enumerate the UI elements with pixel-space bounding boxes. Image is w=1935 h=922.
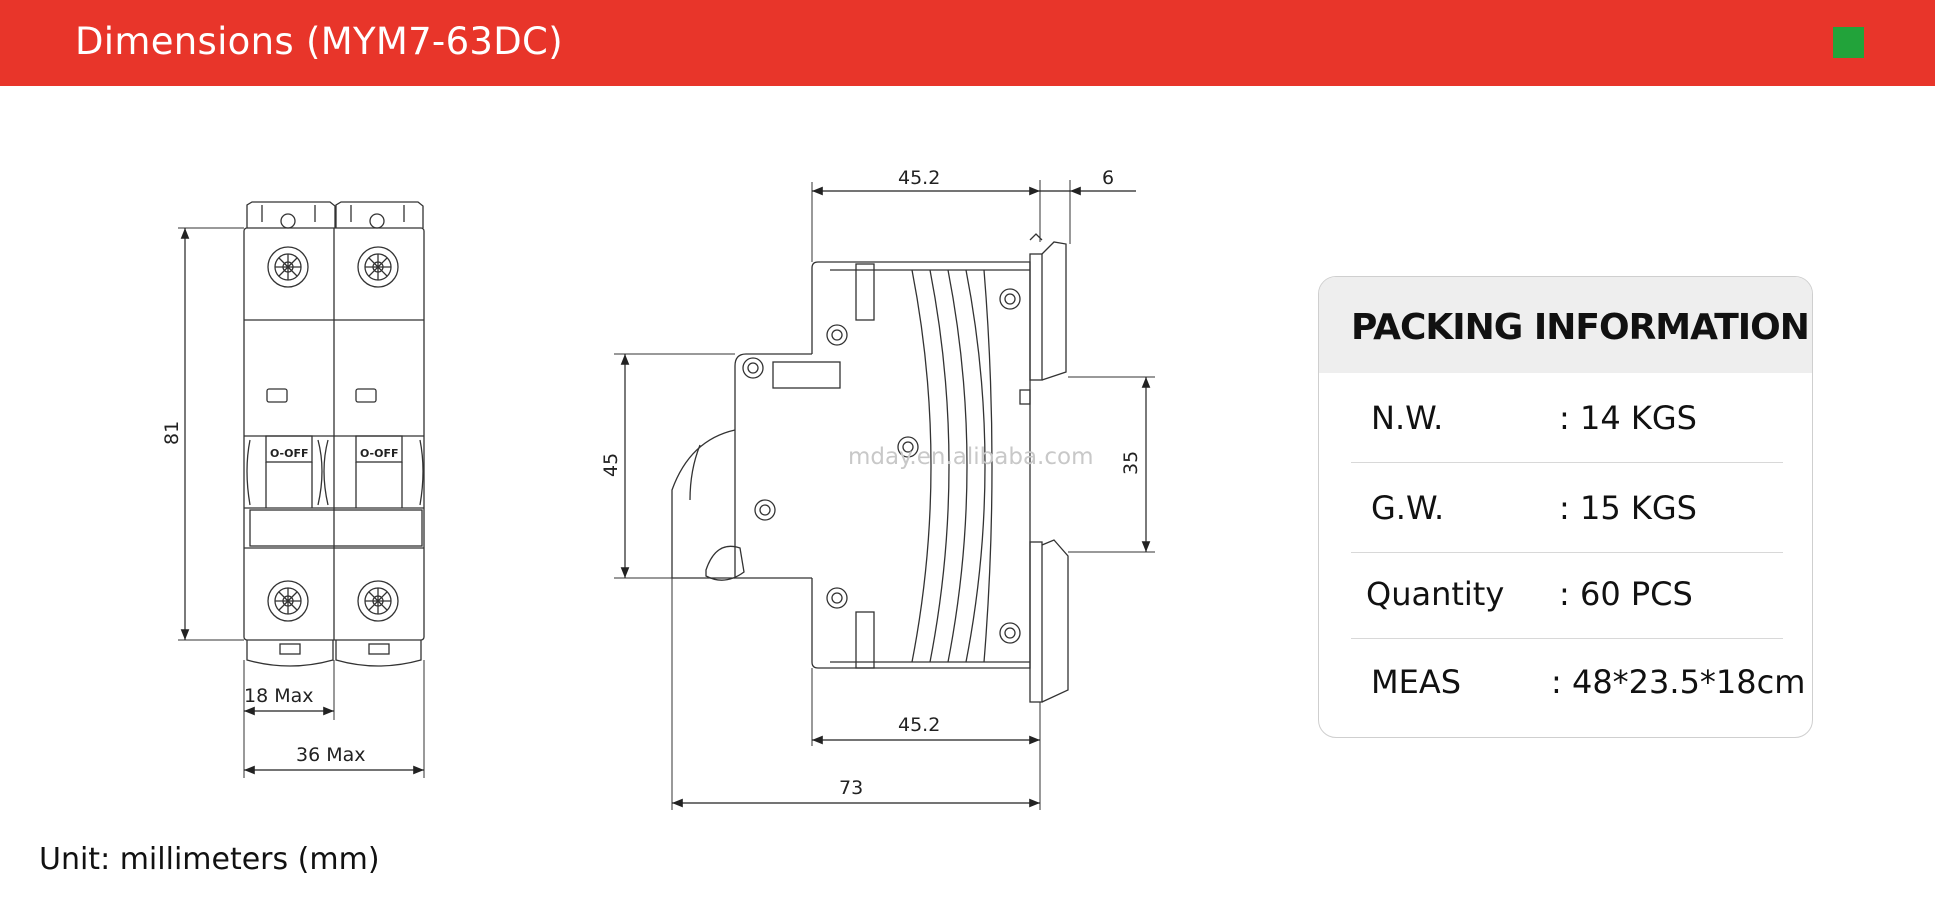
total-depth-dimension-label: 73 bbox=[839, 777, 863, 799]
packing-row-value: : 60 PCS bbox=[1559, 575, 1693, 613]
packing-row: N.W. : 14 KGS bbox=[1351, 373, 1783, 463]
total-width-dimension-label: 36 Max bbox=[296, 744, 366, 766]
side-view bbox=[614, 180, 1155, 810]
brand-square-icon bbox=[1833, 27, 1864, 58]
left-height-dimension-label: 45 bbox=[600, 453, 622, 477]
unit-note: Unit: millimeters (mm) bbox=[39, 842, 380, 877]
packing-row-label: G.W. bbox=[1371, 489, 1445, 527]
packing-info-card: PACKING INFORMATION N.W. : 14 KGS G.W. :… bbox=[1318, 276, 1813, 738]
terminal-screw-icon bbox=[267, 580, 309, 622]
watermark: mday.en.alibaba.com bbox=[848, 444, 1094, 470]
packing-row-value: : 48*23.5*18cm bbox=[1551, 663, 1806, 701]
packing-row-value: : 14 KGS bbox=[1559, 399, 1697, 437]
top-offset-dimension-label: 6 bbox=[1102, 167, 1114, 189]
packing-row: G.W. : 15 KGS bbox=[1351, 463, 1783, 553]
switch-label-right: O-OFF bbox=[360, 447, 399, 460]
packing-info-title: PACKING INFORMATION bbox=[1351, 307, 1810, 348]
terminal-screw-icon bbox=[357, 580, 399, 622]
header-bar: Dimensions (MYM7-63DC) bbox=[0, 0, 1935, 86]
packing-row-label: MEAS bbox=[1371, 663, 1462, 701]
packing-row: MEAS : 48*23.5*18cm bbox=[1351, 637, 1805, 727]
packing-row-label: Quantity bbox=[1366, 575, 1505, 613]
rail-height-dimension-label: 35 bbox=[1120, 451, 1142, 475]
packing-info-header: PACKING INFORMATION bbox=[1319, 277, 1812, 373]
terminal-screw-icon bbox=[357, 246, 399, 288]
packing-row: Quantity : 60 PCS bbox=[1351, 549, 1783, 639]
row-divider bbox=[1351, 552, 1783, 553]
pole-width-dimension-label: 18 Max bbox=[244, 685, 314, 707]
height-dimension-label: 81 bbox=[161, 421, 183, 445]
top-depth-dimension-label: 45.2 bbox=[898, 167, 940, 189]
terminal-screw-icon bbox=[267, 246, 309, 288]
row-divider bbox=[1351, 462, 1783, 463]
page-title: Dimensions (MYM7-63DC) bbox=[75, 20, 563, 63]
packing-row-label: N.W. bbox=[1371, 399, 1444, 437]
switch-label-left: O-OFF bbox=[270, 447, 309, 460]
packing-row-value: : 15 KGS bbox=[1559, 489, 1697, 527]
bottom-depth-dimension-label: 45.2 bbox=[898, 714, 940, 736]
row-divider bbox=[1351, 638, 1783, 639]
front-view bbox=[178, 201, 425, 778]
